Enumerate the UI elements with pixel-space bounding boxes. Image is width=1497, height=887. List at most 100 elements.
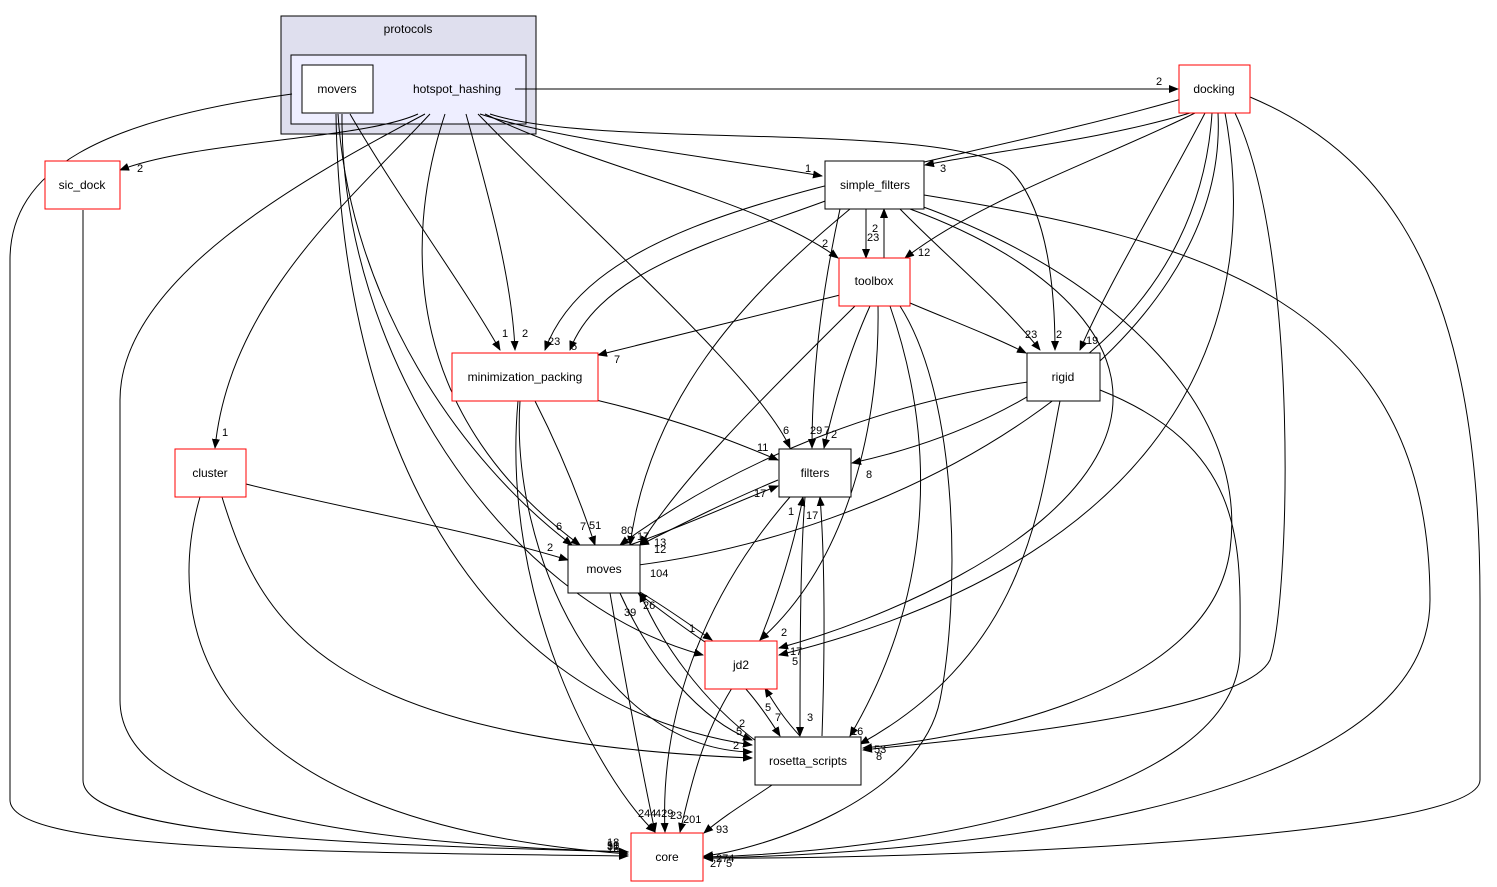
edge-label: 1 [222, 427, 228, 439]
edge-label: 12 [654, 544, 666, 556]
edge-label: 3 [807, 712, 813, 724]
edge-label: 30 [607, 841, 619, 853]
node-minimization-packing[interactable]: minimization_packing [451, 352, 599, 402]
edge-label: 2 [1156, 76, 1162, 88]
edge-docking-to-moves [611, 112, 1219, 572]
edge-movers-to-moves [337, 113, 573, 546]
node-cluster[interactable]: cluster [174, 448, 247, 498]
node-hotspot-hashing[interactable]: hotspot_hashing [413, 82, 501, 96]
edge-label: 274 [716, 853, 734, 865]
edge-label: 13 [654, 537, 666, 549]
edge-movers-to-jd2 [341, 113, 704, 657]
nodes: movers hotspot_hashing docking sic_dock … [44, 64, 1251, 882]
edge-moves-to-rosetta [619, 592, 753, 741]
edge-label: 5 [571, 341, 577, 353]
edge-toolbox-to-rigid [909, 302, 1027, 354]
node-movers[interactable]: movers [301, 64, 374, 114]
cluster-protocols-label: protocols [384, 22, 433, 36]
edge-movers-to-core [9, 93, 629, 860]
edge-label: 23 [1025, 329, 1037, 341]
node-simple-filters-label: simple_filters [840, 178, 910, 192]
node-toolbox[interactable]: toolbox [838, 257, 911, 307]
node-docking-label: docking [1193, 82, 1234, 96]
edge-cluster-to-moves [245, 483, 569, 562]
edge-docking-to-rigid [1079, 112, 1206, 351]
edge-label: 18 [607, 837, 619, 849]
edge-rosetta-to-filters [816, 496, 825, 737]
edge-hotspot-to-toolbox [484, 113, 839, 259]
edge-hotspot-to-filters [477, 113, 791, 449]
node-sic-dock[interactable]: sic_dock [44, 160, 121, 210]
node-jd2-label: jd2 [732, 658, 749, 672]
node-jd2[interactable]: jd2 [704, 640, 778, 690]
edge-label: 429 [655, 808, 673, 820]
node-cluster-label: cluster [192, 466, 227, 480]
edge-label: 51 [589, 520, 601, 532]
edge-label: 6 [556, 521, 562, 533]
edge-rigid-to-rosetta [859, 400, 1061, 745]
edge-label: 39 [624, 607, 636, 619]
edge-hotspot-to-sic-dock [119, 113, 419, 171]
edge-jd2-to-core [678, 687, 733, 833]
edge-label: 5 [792, 656, 798, 668]
node-hotspot-hashing-label: hotspot_hashing [413, 82, 501, 96]
edge-label: 17 [637, 531, 649, 543]
edge-label: 17 [790, 646, 802, 658]
edge-label: 1 [689, 623, 695, 635]
node-moves[interactable]: moves [567, 544, 641, 594]
edge-label: 17 [754, 488, 766, 500]
edge-hotspot-to-core [119, 113, 629, 856]
node-rosetta-scripts[interactable]: rosetta_scripts [754, 736, 862, 786]
node-minimization-packing-label: minimization_packing [468, 370, 583, 384]
edge-cluster-to-rosetta [221, 496, 753, 762]
node-simple-filters[interactable]: simple_filters [824, 160, 925, 210]
edge-label: 19 [1086, 335, 1098, 347]
edge-toolbox-to-core [703, 305, 953, 860]
edge-label: 201 [683, 814, 701, 826]
node-core[interactable]: core [630, 832, 704, 882]
edge-label: 2 [547, 542, 553, 554]
edge-label: 51 [607, 840, 619, 852]
edge-docking-to-simple-filters [924, 112, 1191, 168]
edge-simple-filters-to-jd2 [778, 208, 1114, 650]
edge-label: 2 [733, 740, 739, 752]
node-rigid-label: rigid [1052, 370, 1075, 384]
edge-minpack-to-filters [595, 399, 779, 461]
edge-toolbox-to-moves [639, 305, 856, 546]
edge-label: 5 [736, 726, 742, 738]
edge-cluster-to-core [188, 496, 629, 858]
edge-label: 3 [940, 163, 946, 175]
edges [9, 85, 1481, 863]
node-filters[interactable]: filters [778, 448, 852, 498]
edge-hotspot-to-rigid [489, 113, 1059, 351]
edge-label: 16 [607, 843, 619, 855]
edge-jd2-to-rosetta [744, 687, 781, 737]
edge-label: 2 [522, 328, 528, 340]
edge-label: 244 [638, 808, 656, 820]
edge-label: 23 [548, 336, 560, 348]
edge-hotspot-to-moves [421, 113, 581, 546]
edge-label: 2 [872, 223, 878, 235]
edge-jd2-to-filters [759, 496, 806, 641]
edge-label: 5 [726, 858, 732, 870]
edge-moves-to-filters [629, 485, 779, 546]
edge-minpack-to-core [515, 400, 656, 833]
edge-simple-filters-to-filters [808, 208, 841, 449]
edge-minpack-to-moves [534, 400, 596, 546]
edge-label: 26 [643, 600, 655, 612]
edge-label: 27 [710, 858, 722, 870]
edge-label: 1 [502, 328, 508, 340]
node-rigid[interactable]: rigid [1026, 352, 1101, 402]
edge-label: 1 [805, 163, 811, 175]
edge-minpack-to-rosetta [518, 400, 753, 756]
edge-label: 80 [621, 525, 633, 537]
edge-simple-filters-to-core [703, 194, 1431, 862]
node-movers-label: movers [317, 82, 356, 96]
edge-labels: 2 2 1 3 12 2 2 1 23 5 23 7 2 19 23 2 1 6… [137, 76, 1162, 870]
node-docking[interactable]: docking [1178, 64, 1251, 114]
edge-moves-to-core [609, 592, 658, 833]
edge-filters-to-moves [639, 479, 779, 546]
edge-label: 6 [783, 425, 789, 437]
edge-label: 2 [1056, 329, 1062, 341]
